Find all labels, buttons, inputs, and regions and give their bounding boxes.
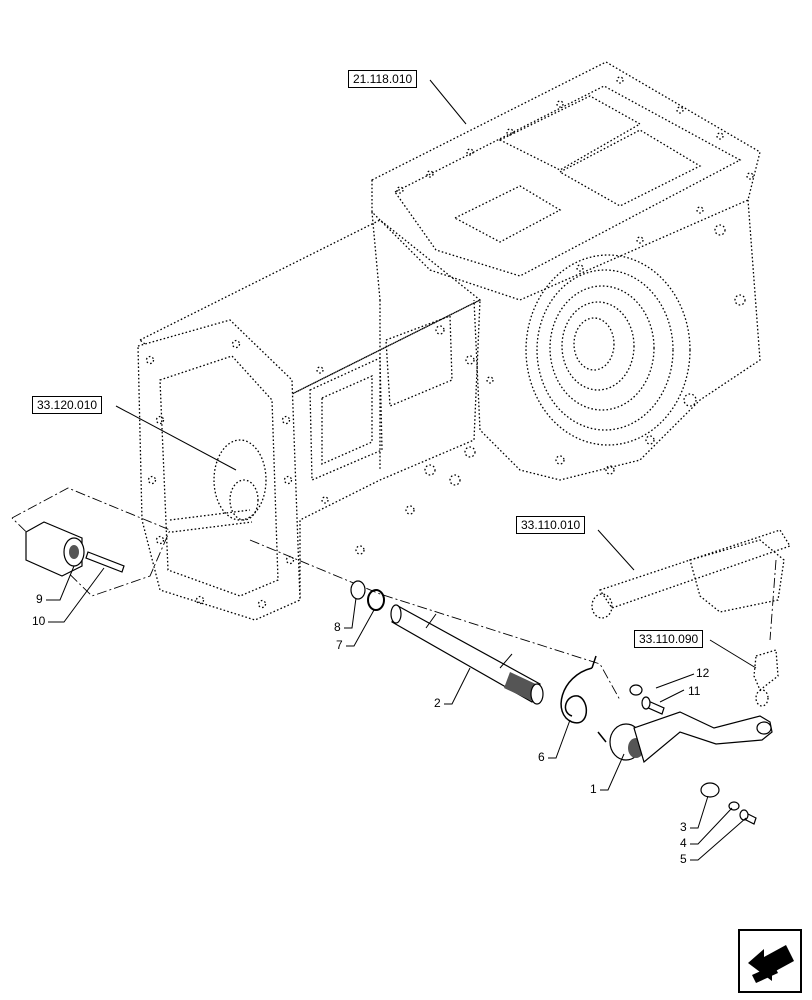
ref-housing-label[interactable]: 21.118.010	[348, 70, 418, 88]
part-11-bolt	[641, 696, 665, 715]
previous-page-arrow-icon[interactable]	[738, 929, 802, 993]
callout-11: 11	[688, 684, 701, 698]
callout-3: 3	[680, 820, 687, 834]
joint-assembly	[753, 649, 779, 707]
callout-10: 10	[32, 614, 46, 628]
part-2-shaft	[390, 604, 544, 705]
callout-12: 12	[696, 666, 710, 680]
arrow-glyph	[748, 945, 794, 983]
part-5-bolt	[739, 809, 757, 825]
ref-lever-rod-label[interactable]: 33.110.010	[516, 516, 586, 534]
assembly-axis-lines	[11, 487, 777, 701]
part-4-lock-washer	[728, 801, 740, 811]
callout-6: 6	[538, 750, 545, 764]
ref-shaft-group-label[interactable]: 33.120.010	[32, 396, 103, 414]
transmission-housing	[137, 61, 761, 621]
part-7-ring	[367, 589, 385, 611]
part-8-ring	[350, 580, 366, 600]
ref-joint-label[interactable]: 33.110.090	[634, 630, 704, 648]
part-1-lever	[609, 711, 773, 764]
callout-2: 2	[434, 696, 441, 710]
part-3-washer	[700, 782, 720, 798]
callout-4: 4	[680, 836, 687, 850]
part-10-key	[85, 551, 125, 573]
callout-9: 9	[36, 592, 43, 606]
callout-8: 8	[334, 620, 341, 634]
part-9-sleeve	[25, 521, 85, 577]
leader-lines	[46, 79, 757, 861]
part-6-spring	[560, 655, 607, 743]
part-12-washer	[629, 684, 643, 696]
callout-1: 1	[590, 782, 597, 796]
lever-rod-assembly	[591, 529, 791, 619]
callout-5: 5	[680, 852, 687, 866]
callout-7: 7	[336, 638, 343, 652]
